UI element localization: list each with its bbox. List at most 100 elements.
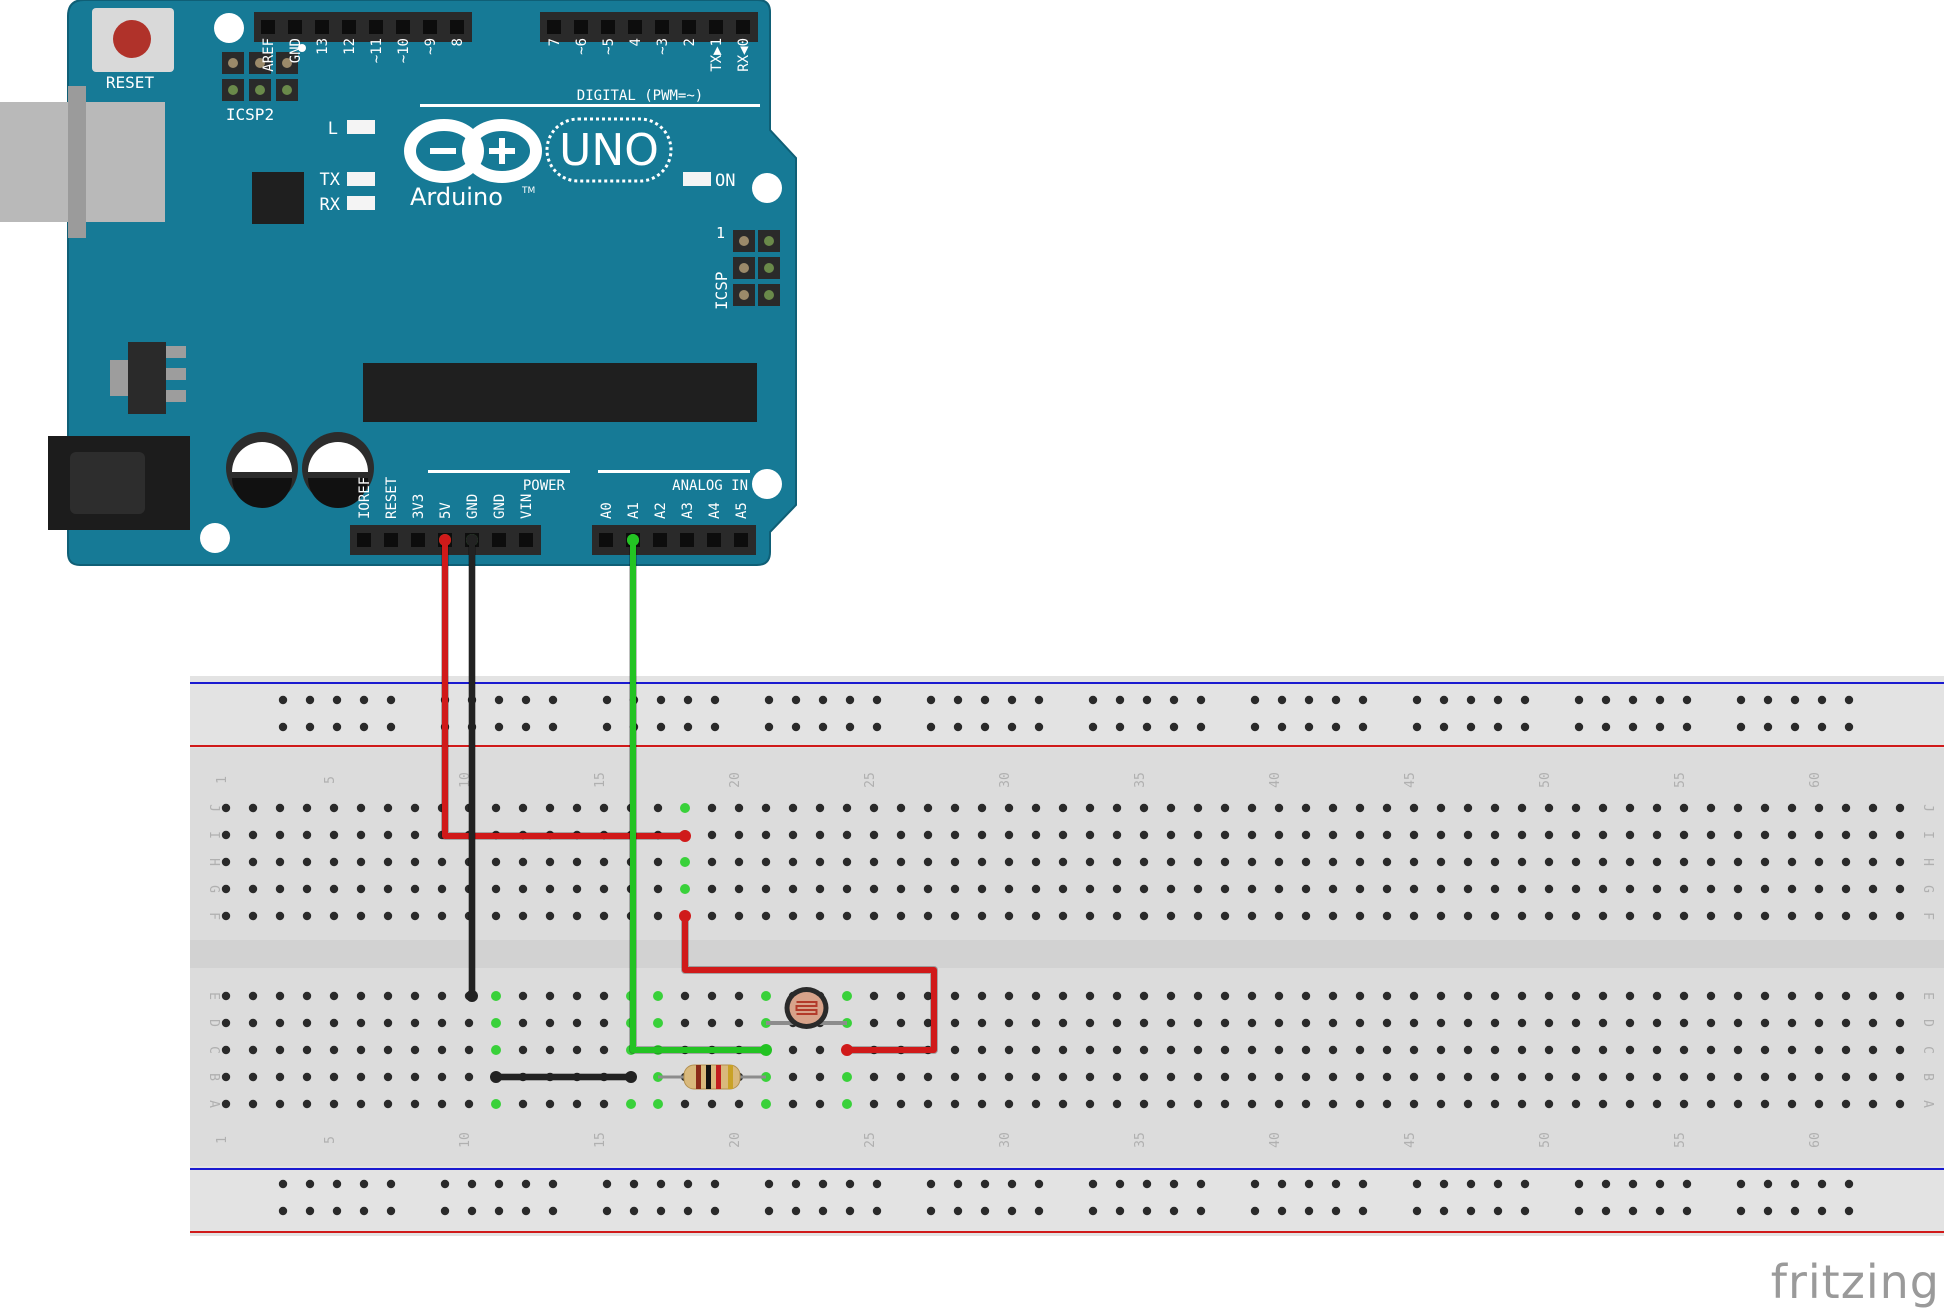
breadboard-hole[interactable]	[1355, 1045, 1365, 1055]
breadboard-hole[interactable]	[1652, 991, 1662, 1001]
rail-hole[interactable]	[953, 1179, 963, 1189]
breadboard-hole[interactable]	[329, 991, 339, 1001]
breadboard-hole[interactable]	[1112, 911, 1122, 921]
breadboard-hole[interactable]	[707, 857, 717, 867]
breadboard-hole[interactable]	[1382, 911, 1392, 921]
breadboard-hole[interactable]	[1841, 1045, 1851, 1055]
breadboard-hole[interactable]	[1706, 1072, 1716, 1082]
breadboard-hole[interactable]	[1220, 803, 1230, 813]
rail-hole[interactable]	[1655, 1206, 1665, 1216]
breadboard-hole[interactable]	[815, 830, 825, 840]
breadboard-hole[interactable]	[1409, 991, 1419, 1001]
rail-hole[interactable]	[1844, 722, 1854, 732]
rail-hole[interactable]	[359, 695, 369, 705]
breadboard-hole[interactable]	[1004, 1018, 1014, 1028]
breadboard-hole[interactable]	[1355, 991, 1365, 1001]
breadboard-hole[interactable]	[1517, 803, 1527, 813]
breadboard-hole[interactable]	[1544, 803, 1554, 813]
breadboard-hole[interactable]	[977, 1045, 987, 1055]
breadboard-hole[interactable]	[1787, 911, 1797, 921]
breadboard-hole[interactable]	[1139, 1018, 1149, 1028]
rail-hole[interactable]	[359, 1179, 369, 1189]
breadboard-hole[interactable]	[1436, 1018, 1446, 1028]
rail-hole[interactable]	[494, 1206, 504, 1216]
breadboard-hole[interactable]	[923, 803, 933, 813]
breadboard-hole[interactable]	[1787, 991, 1797, 1001]
breadboard-hole[interactable]	[707, 911, 717, 921]
breadboard-hole[interactable]	[950, 911, 960, 921]
breadboard-hole[interactable]	[680, 857, 690, 867]
breadboard-hole[interactable]	[248, 884, 258, 894]
breadboard-hole[interactable]	[842, 857, 852, 867]
breadboard-hole[interactable]	[1706, 803, 1716, 813]
breadboard-hole[interactable]	[1706, 830, 1716, 840]
breadboard-hole[interactable]	[1274, 991, 1284, 1001]
breadboard-hole[interactable]	[1463, 1018, 1473, 1028]
breadboard-hole[interactable]	[1193, 1072, 1203, 1082]
breadboard-hole[interactable]	[1571, 830, 1581, 840]
breadboard-hole[interactable]	[1868, 857, 1878, 867]
breadboard-hole[interactable]	[1841, 1099, 1851, 1109]
breadboard-hole[interactable]	[1895, 1045, 1905, 1055]
rail-hole[interactable]	[1493, 695, 1503, 705]
breadboard-hole[interactable]	[788, 1045, 798, 1055]
breadboard-hole[interactable]	[1166, 1045, 1176, 1055]
breadboard-hole[interactable]	[1841, 911, 1851, 921]
rail-hole[interactable]	[1790, 1179, 1800, 1189]
breadboard-hole[interactable]	[1490, 1045, 1500, 1055]
breadboard-hole[interactable]	[1382, 1072, 1392, 1082]
breadboard-hole[interactable]	[1247, 1018, 1257, 1028]
breadboard-hole[interactable]	[1220, 1099, 1230, 1109]
breadboard-hole[interactable]	[248, 911, 258, 921]
breadboard-hole[interactable]	[1760, 857, 1770, 867]
breadboard-hole[interactable]	[410, 857, 420, 867]
breadboard-hole[interactable]	[761, 803, 771, 813]
breadboard-hole[interactable]	[1220, 991, 1230, 1001]
breadboard-hole[interactable]	[1814, 803, 1824, 813]
breadboard-hole[interactable]	[1085, 1045, 1095, 1055]
breadboard-hole[interactable]	[1598, 1018, 1608, 1028]
breadboard-hole[interactable]	[1004, 830, 1014, 840]
breadboard-hole[interactable]	[1868, 991, 1878, 1001]
breadboard-hole[interactable]	[869, 991, 879, 1001]
breadboard-hole[interactable]	[707, 991, 717, 1001]
rail-hole[interactable]	[845, 1206, 855, 1216]
rail-hole[interactable]	[1169, 1206, 1179, 1216]
breadboard-hole[interactable]	[1895, 803, 1905, 813]
breadboard-hole[interactable]	[1058, 884, 1068, 894]
breadboard-hole[interactable]	[248, 857, 258, 867]
breadboard-hole[interactable]	[1436, 857, 1446, 867]
breadboard-hole[interactable]	[383, 1099, 393, 1109]
rail-hole[interactable]	[1763, 1179, 1773, 1189]
rail-hole[interactable]	[764, 722, 774, 732]
breadboard-hole[interactable]	[410, 884, 420, 894]
breadboard-hole[interactable]	[815, 803, 825, 813]
breadboard-hole[interactable]	[1544, 884, 1554, 894]
breadboard-hole[interactable]	[1814, 1099, 1824, 1109]
breadboard-hole[interactable]	[545, 1045, 555, 1055]
breadboard-hole[interactable]	[1598, 1045, 1608, 1055]
breadboard-hole[interactable]	[1247, 830, 1257, 840]
breadboard-hole[interactable]	[1274, 803, 1284, 813]
rail-hole[interactable]	[1034, 1206, 1044, 1216]
breadboard-hole[interactable]	[1085, 857, 1095, 867]
breadboard-hole[interactable]	[248, 1099, 258, 1109]
breadboard-hole[interactable]	[653, 991, 663, 1001]
rail-hole[interactable]	[1601, 1206, 1611, 1216]
rail-hole[interactable]	[305, 695, 315, 705]
breadboard-hole[interactable]	[329, 884, 339, 894]
breadboard-hole[interactable]	[788, 830, 798, 840]
breadboard-hole[interactable]	[1247, 1099, 1257, 1109]
rail-hole[interactable]	[656, 1206, 666, 1216]
breadboard-hole[interactable]	[761, 991, 771, 1001]
rail-hole[interactable]	[1277, 1179, 1287, 1189]
breadboard-hole[interactable]	[896, 911, 906, 921]
breadboard-hole[interactable]	[1490, 1072, 1500, 1082]
breadboard-hole[interactable]	[869, 857, 879, 867]
breadboard-hole[interactable]	[1787, 830, 1797, 840]
breadboard-hole[interactable]	[1382, 830, 1392, 840]
rail-hole[interactable]	[1358, 1179, 1368, 1189]
rail-hole[interactable]	[521, 1206, 531, 1216]
breadboard-hole[interactable]	[869, 830, 879, 840]
breadboard-hole[interactable]	[950, 803, 960, 813]
